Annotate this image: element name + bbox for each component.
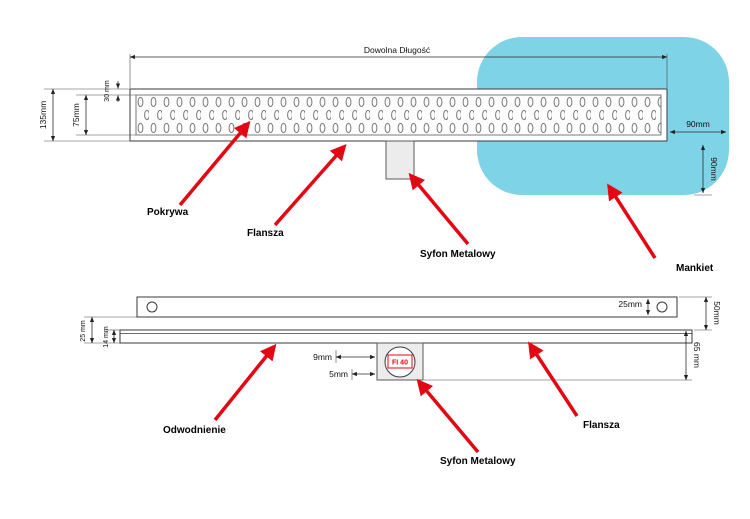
fi40-text: FI 40 (392, 360, 408, 367)
flange-plate (136, 296, 678, 318)
dim-text-90v: 90mm (709, 157, 719, 181)
arrow-odwodnienie (213, 343, 277, 422)
arrow-flansza-top (273, 143, 347, 227)
arrow-mankiet (607, 183, 657, 259)
label-syfon-top: Syfon Metalowy (420, 249, 496, 260)
top-view: Dowolna Długość 135mm 75mm 30 mm 90mm 90… (38, 37, 729, 274)
label-mankiet: Mankiet (676, 263, 714, 274)
grate-slots (135, 94, 662, 136)
dim-text-30: 30 mm (104, 80, 111, 102)
dim-text-length: Dowolna Długość (364, 45, 431, 55)
dim-text-90h: 90mm (686, 119, 710, 129)
dim-text-9: 9mm (313, 352, 332, 362)
dim-text-135: 135mm (38, 101, 48, 129)
dim-text-75: 75mm (71, 103, 81, 127)
arrow-syfon-top (408, 172, 470, 246)
dim-text-25l: 25 mm (80, 320, 87, 342)
screw-right (656, 301, 668, 313)
arrow-syfon-bottom (416, 378, 480, 454)
channel-body (119, 329, 693, 344)
side-view: FI 40 25mm 50mm 65 mm 25 mm 14 mm 9mm 5m… (80, 296, 722, 467)
fi40-box (387, 354, 413, 369)
label-syfon-bottom: Syfon Metalowy (440, 456, 516, 467)
dim-text-50: 50mm (712, 301, 722, 325)
screw-left (146, 301, 158, 313)
label-flansza-top: Flansza (247, 228, 284, 239)
dim-text-14: 14 mm (103, 326, 110, 348)
arrow-flansza-bottom (528, 341, 579, 417)
siphon-top-view (385, 140, 415, 180)
dim-text-25r: 25mm (618, 299, 642, 309)
arrow-pokrywa (178, 120, 251, 207)
label-pokrywa: Pokrywa (147, 207, 189, 218)
label-odwodnienie: Odwodnienie (163, 425, 226, 436)
label-flansza-bottom: Flansza (583, 420, 620, 431)
dim-text-5: 5mm (329, 369, 348, 379)
dim-text-65: 65 mm (692, 342, 702, 368)
